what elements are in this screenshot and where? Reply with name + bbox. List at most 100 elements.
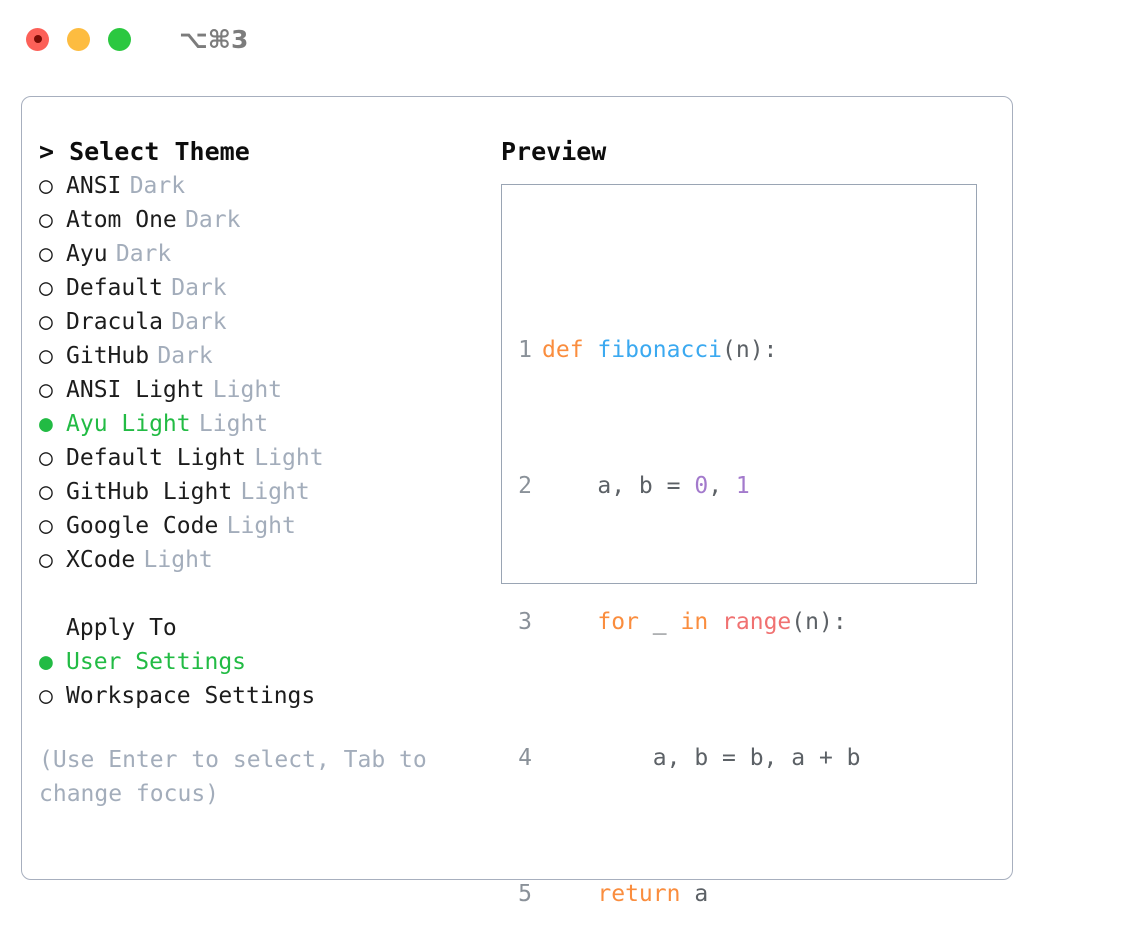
- radio-off-icon: ○: [39, 207, 53, 233]
- theme-name: GitHub: [66, 343, 150, 369]
- theme-kind: Light: [143, 547, 213, 573]
- token-text: a, b = b, a + b: [542, 745, 861, 771]
- radio-off-icon: ○: [39, 275, 53, 301]
- theme-name: Atom One: [66, 207, 177, 233]
- theme-name: Ayu: [66, 241, 108, 267]
- code-line: 3 for _ in range(n):: [502, 605, 976, 639]
- theme-kind: Light: [212, 377, 283, 403]
- title-bar: ⌥⌘3: [0, 0, 1140, 78]
- theme-list-item[interactable]: ○ GitHub Dark: [39, 339, 479, 373]
- preview-heading: Preview: [501, 137, 607, 166]
- radio-off-icon: ○: [39, 513, 53, 539]
- theme-name: Default Light: [66, 445, 247, 471]
- token-text: a, b =: [542, 473, 695, 499]
- theme-list-item[interactable]: ○ Atom One Dark: [39, 203, 479, 237]
- radio-off-icon: ○: [39, 445, 53, 471]
- line-number: 2: [518, 473, 532, 499]
- close-button-icon[interactable]: [26, 27, 49, 51]
- radio-off-icon: ○: [39, 173, 53, 199]
- preview-column: Preview 1 def fibonacci(n): 2 a, b = 0, …: [501, 135, 991, 907]
- theme-kind: Dark: [115, 241, 172, 267]
- code-source: a, b = 0, 1: [542, 469, 750, 503]
- token-keyword: for: [597, 609, 639, 635]
- code-source: for _ in range(n):: [542, 605, 847, 639]
- theme-name: Ayu Light: [66, 411, 191, 437]
- token-function: fibonacci: [597, 337, 723, 363]
- theme-list-item[interactable]: ○ Google Code Light: [39, 509, 479, 543]
- line-number: 1: [518, 337, 532, 363]
- theme-kind: Dark: [185, 207, 241, 233]
- radio-on-icon: ●: [39, 649, 53, 675]
- token-punctuation: (n):: [791, 609, 847, 635]
- token-number: 1: [735, 473, 750, 499]
- code-line: 2 a, b = 0, 1: [502, 469, 976, 503]
- code-sample: 1 def fibonacci(n): 2 a, b = 0, 1 3 for …: [502, 231, 976, 934]
- traffic-light-group: [26, 27, 131, 51]
- theme-list-item-selected[interactable]: ● Ayu Light Light: [39, 407, 479, 441]
- radio-off-icon: ○: [39, 683, 53, 709]
- select-theme-heading: > Select Theme: [39, 135, 479, 169]
- prompt-indicator: >: [39, 137, 55, 166]
- apply-to-heading: Apply To: [66, 615, 177, 641]
- theme-name: Google Code: [66, 513, 219, 539]
- token-keyword: return: [597, 881, 681, 907]
- token-keyword: in: [680, 609, 709, 635]
- keyboard-hint-text: (Use Enter to select, Tab to change focu…: [39, 747, 427, 807]
- code-source: return a: [542, 877, 708, 911]
- zoom-button-icon[interactable]: [108, 27, 131, 51]
- token-number: 0: [694, 473, 709, 499]
- apply-to-item[interactable]: ○ Workspace Settings: [39, 679, 479, 713]
- apply-to-item-selected[interactable]: ● User Settings: [39, 645, 479, 679]
- code-line: 4 a, b = b, a + b: [502, 741, 976, 775]
- theme-list-item[interactable]: ○ Default Light Light: [39, 441, 479, 475]
- line-number: 4: [518, 745, 532, 771]
- theme-name: GitHub Light: [66, 479, 233, 505]
- token-text: [542, 609, 597, 635]
- theme-name: ANSI Light: [66, 377, 205, 403]
- theme-name: Dracula: [66, 309, 163, 335]
- radio-off-icon: ○: [39, 547, 53, 573]
- theme-list-item[interactable]: ○ Ayu Dark: [39, 237, 479, 271]
- list-gap: [39, 577, 479, 611]
- token-text: _: [638, 609, 681, 635]
- radio-on-icon: ●: [39, 411, 53, 437]
- theme-list-item[interactable]: ○ ANSI Light Light: [39, 373, 479, 407]
- token-punctuation: (n):: [722, 337, 778, 363]
- token-text: a: [680, 881, 709, 907]
- theme-kind: Light: [198, 411, 269, 437]
- apply-to-list: ● User Settings ○ Workspace Settings: [39, 645, 479, 713]
- theme-kind: Dark: [157, 343, 213, 369]
- theme-kind: Light: [240, 479, 310, 505]
- token-text: [708, 609, 722, 635]
- token-text: ,: [708, 473, 736, 499]
- apply-to-name: Workspace Settings: [66, 683, 316, 709]
- minimize-button-icon[interactable]: [67, 27, 90, 51]
- code-source: a, b = b, a + b: [542, 741, 861, 775]
- radio-off-icon: ○: [39, 309, 53, 335]
- theme-kind: Dark: [171, 275, 227, 301]
- line-number: 3: [518, 609, 532, 635]
- code-line: 1 def fibonacci(n):: [502, 333, 976, 367]
- apply-to-name: User Settings: [66, 649, 247, 675]
- token-keyword: def: [542, 337, 598, 363]
- theme-list-item[interactable]: ○ GitHub Light Light: [39, 475, 479, 509]
- radio-off-icon: ○: [39, 377, 53, 403]
- radio-off-icon: ○: [39, 343, 53, 369]
- theme-list-item[interactable]: ○ XCode Light: [39, 543, 479, 577]
- radio-off-icon: ○: [39, 241, 53, 267]
- line-number: 5: [518, 881, 532, 907]
- theme-name: XCode: [66, 547, 136, 573]
- theme-kind: Light: [226, 513, 296, 539]
- token-text: [542, 881, 597, 907]
- theme-kind: Light: [254, 445, 324, 471]
- radio-off-icon: ○: [39, 479, 53, 505]
- token-builtin: range: [722, 609, 792, 635]
